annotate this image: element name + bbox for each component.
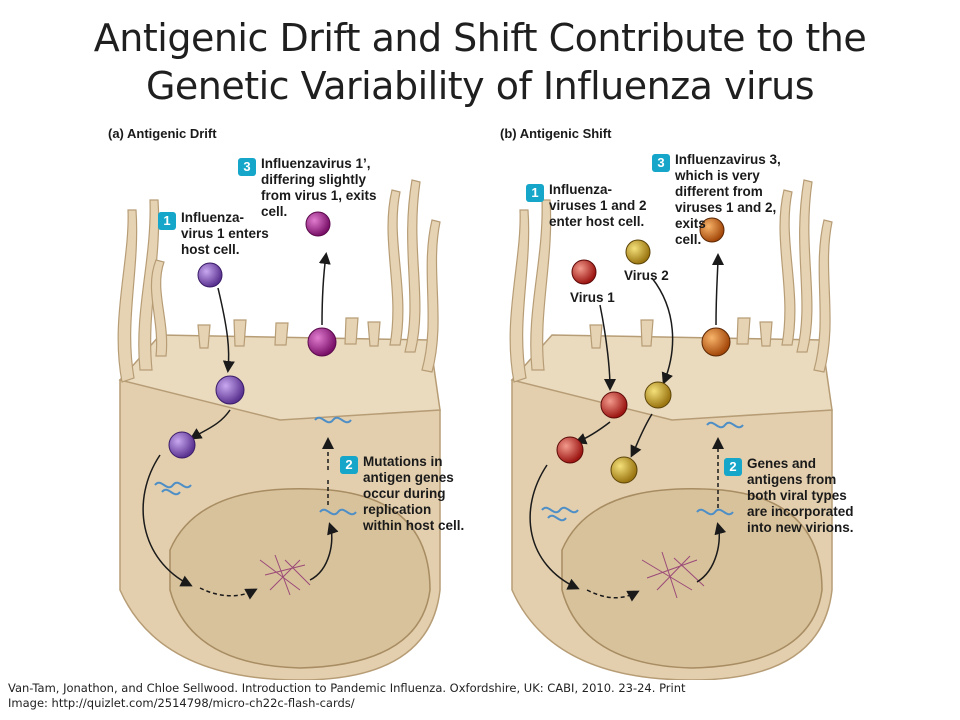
virus-1-outside [197,262,223,288]
antigenic-shift-panel: (b) Antigenic Shift 1 Influenza- viruses… [492,120,892,680]
nucleus [561,488,823,669]
virus-2-at-membrane [644,381,672,409]
virus-1-prime-budding [307,327,337,357]
step-badge: 2 [724,458,742,476]
virus-1-prime-exited [305,211,331,237]
virus-1-endocytosed [168,431,196,459]
virus-1-outside [571,259,597,285]
drift-step-1: 1 Influenza- virus 1 enters host cell. [158,210,269,258]
citation-reference: Van-Tam, Jonathon, and Chloe Sellwood. I… [8,681,686,695]
virus-1-endocytosed [556,436,584,464]
step-text: Influenzavirus 1’, differing slightly fr… [261,156,377,219]
replication-mesh [641,551,705,599]
virus-2-endocytosed [610,456,638,484]
virus-3-exited [699,217,725,243]
shift-step-1: 1 Influenza- viruses 1 and 2 enter host … [526,182,647,230]
panel-heading-drift: (a) Antigenic Drift [108,126,217,141]
viral-rna-mutated [314,416,352,424]
viral-rna-released [541,506,579,514]
virus-2-outside [625,239,651,265]
step-badge: 3 [652,154,670,172]
title-line-2: Genetic Variability of Influenza virus [145,64,815,108]
drift-step-2: 2 Mutations in antigen genes occur durin… [340,454,464,534]
replication-mesh [259,554,311,596]
virus-1-at-membrane [215,375,245,405]
viral-rna-reassorted [706,421,744,429]
citation-image-source: Image: http://quizlet.com/2514798/micro-… [8,696,355,710]
virus-2-label: Virus 2 [624,268,669,283]
virus-1-at-membrane [600,391,628,419]
panel-heading-shift: (b) Antigenic Shift [500,126,612,141]
shift-step-2: 2 Genes and antigens from both viral typ… [724,456,854,536]
step-badge: 2 [340,456,358,474]
antigenic-drift-panel: (a) Antigenic Drift 1 Influenza- virus 1… [100,120,500,680]
step-text: Genes and antigens from both viral types… [747,456,854,535]
step-badge: 1 [526,184,544,202]
virus-1-label: Virus 1 [570,290,615,305]
step-badge: 3 [238,158,256,176]
step-text: Influenza- virus 1 enters host cell. [181,210,269,257]
step-text: Influenza- viruses 1 and 2 enter host ce… [549,182,647,229]
shift-step-3: 3 Influenzavirus 3, which is very differ… [652,152,781,248]
step-text: Mutations in antigen genes occur during … [363,454,465,533]
cell-top-face [118,334,441,421]
drift-step-3: 3 Influenzavirus 1’, differing slightly … [238,156,377,220]
host-cell-illustration-shift [509,179,833,680]
viral-rna-released [154,481,192,489]
host-cell-illustration-drift [117,179,441,680]
step-badge: 1 [158,212,176,230]
virus-3-budding [701,327,731,357]
nucleus [169,488,431,669]
title-line-1: Antigenic Drift and Shift Contribute to … [93,16,867,60]
step-text: Influenzavirus 3, which is very differen… [675,152,781,247]
slide-title: Antigenic Drift and Shift Contribute to … [40,14,920,110]
citation: Van-Tam, Jonathon, and Chloe Sellwood. I… [8,681,686,711]
